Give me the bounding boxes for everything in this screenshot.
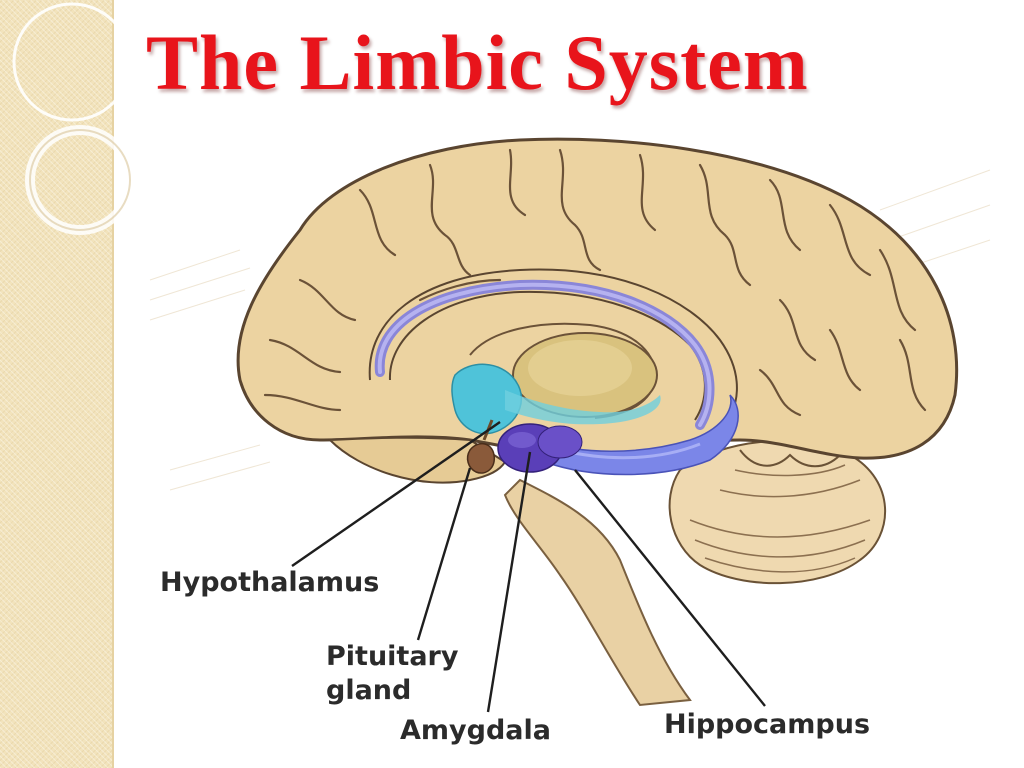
circle-rings-decoration-icon	[12, 2, 135, 235]
page-title: The Limbic System	[146, 19, 809, 106]
label-pituitary-line1: Pituitary	[326, 641, 459, 672]
label-hypothalamus: Hypothalamus	[160, 567, 380, 598]
strip-edge-line	[112, 0, 114, 768]
label-pituitary-line2: gland	[326, 675, 412, 706]
label-hippocampus: Hippocampus	[664, 709, 871, 740]
brain-sagittal-section-icon	[149, 137, 991, 713]
leader-lines	[291, 421, 766, 713]
label-pituitary-gland: Pituitary gland	[326, 640, 458, 708]
label-amygdala: Amygdala	[400, 715, 551, 746]
